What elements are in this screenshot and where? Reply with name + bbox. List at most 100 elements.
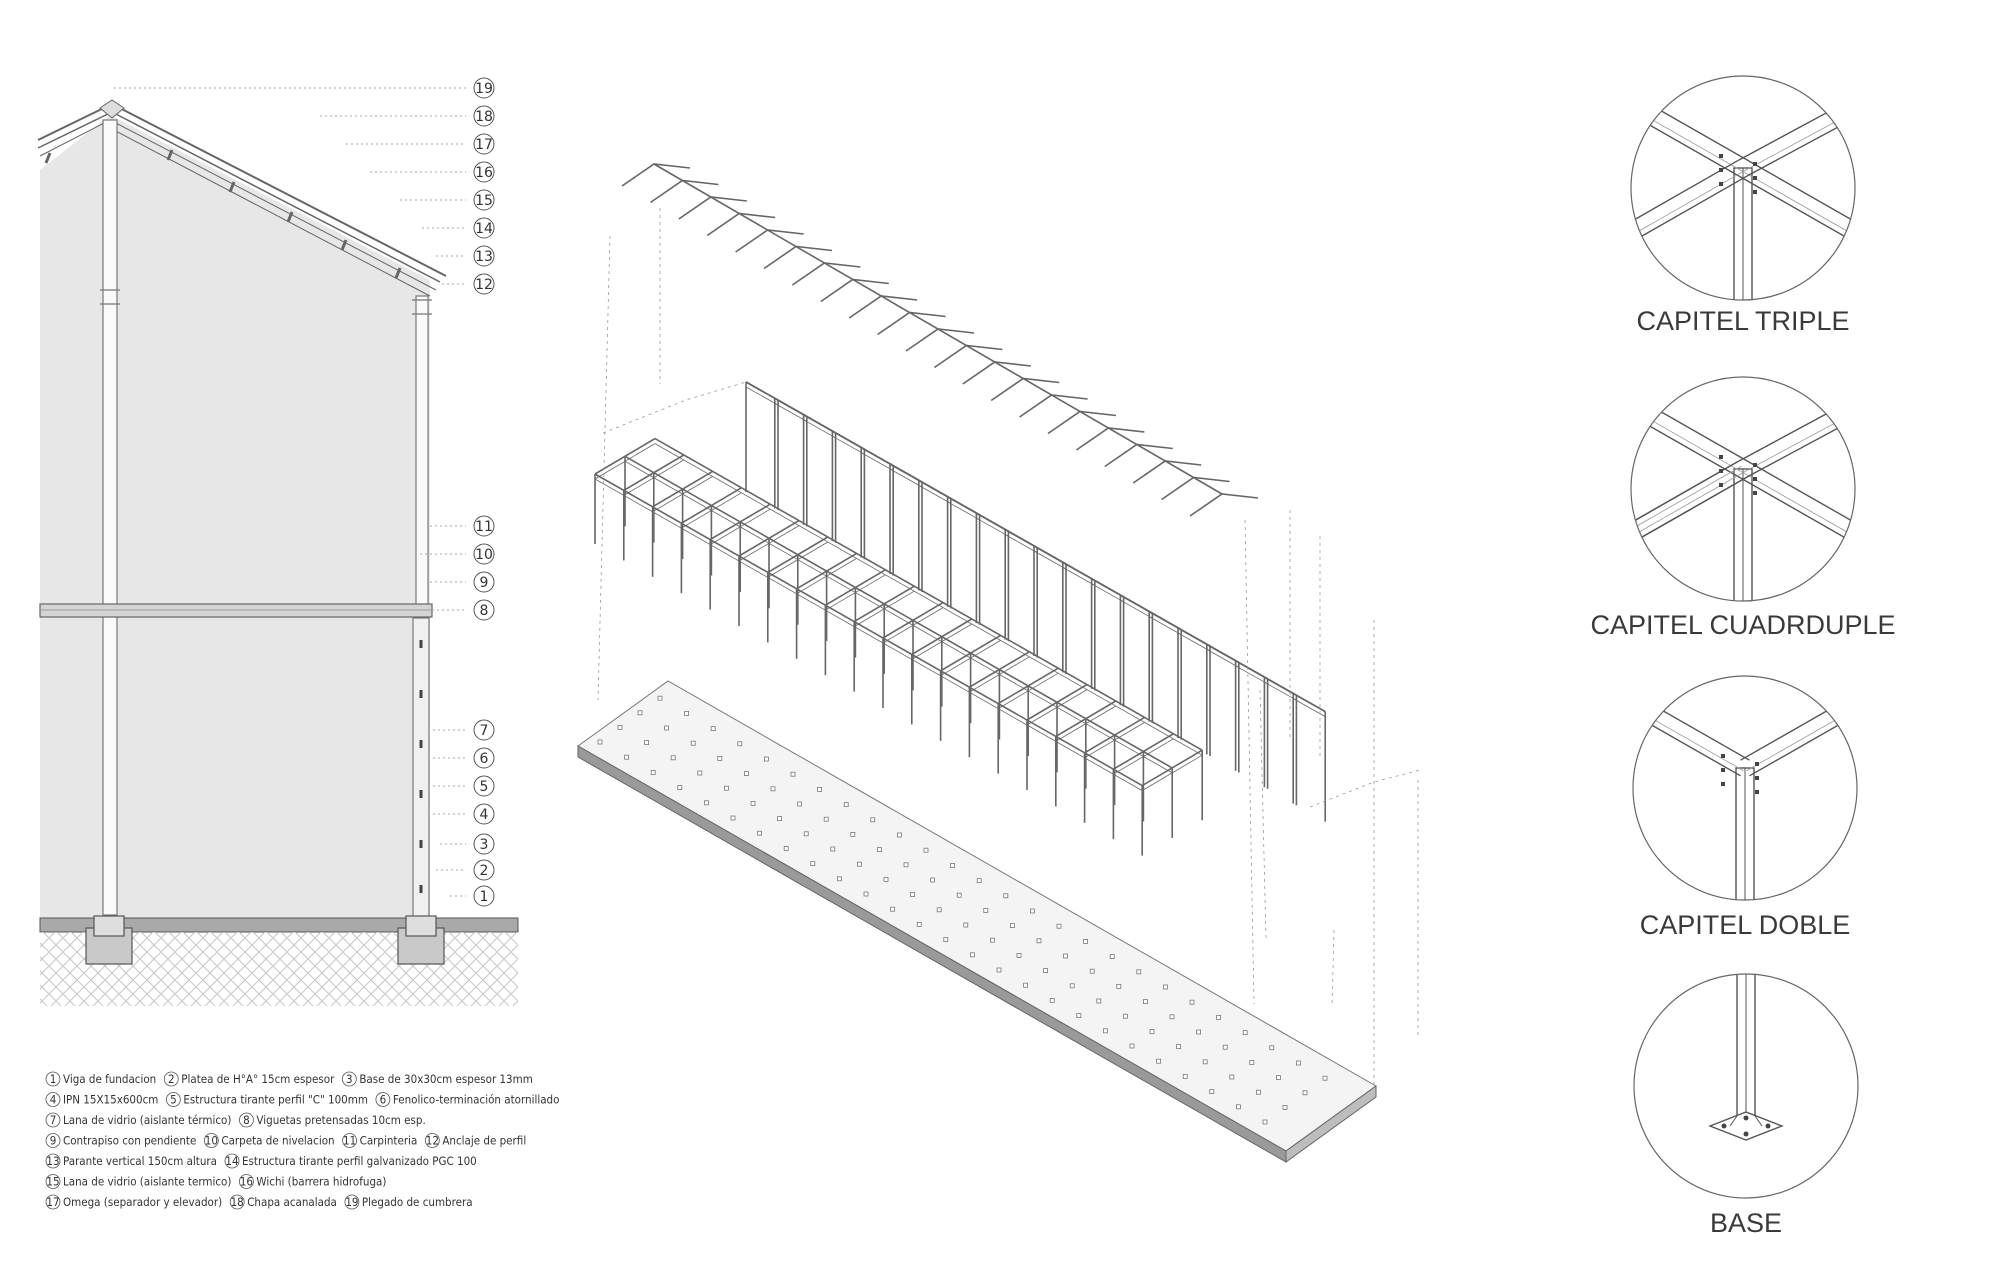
legend-number: 17 <box>46 1195 59 1209</box>
callout-2: 2 <box>473 859 495 881</box>
callout-14: 14 <box>473 217 495 239</box>
callout-6: 6 <box>473 747 495 769</box>
roof-rafters <box>621 163 1259 517</box>
legend-number: 18 <box>231 1195 244 1209</box>
structural-details: CAPITEL TRIPLE CAPITEL CUADRDUPLE CAPITEL … <box>1590 75 1896 1238</box>
callout-number: 7 <box>480 723 489 739</box>
detail-drawing <box>1631 380 1855 601</box>
callout-10: 10 <box>473 543 495 565</box>
legend-row: 1 Viga de fundacion 2 Platea de H°A° 15cm e… <box>45 1071 533 1087</box>
callout-number: 18 <box>475 109 493 125</box>
callout-7: 7 <box>473 719 495 741</box>
legend-number: 12 <box>426 1134 439 1148</box>
callout-number: 2 <box>480 863 489 879</box>
portal-frames <box>745 381 1326 822</box>
legend-entry: 1 Viga de fundacion <box>45 1071 156 1087</box>
intermediate-slab <box>39 603 433 618</box>
detail-circle-outline <box>1633 973 1859 1199</box>
legend-number: 10 <box>205 1134 218 1148</box>
callout-9: 9 <box>473 571 495 593</box>
detail-drawing <box>1708 974 1784 1141</box>
detail-title: BASE <box>1710 1208 1782 1238</box>
callout-number: 10 <box>475 547 493 563</box>
legend-label: Plegado de cumbrera <box>362 1195 473 1209</box>
callout-number: 17 <box>475 137 493 153</box>
footings <box>85 915 445 965</box>
callout-19: 19 <box>473 77 495 99</box>
callout-16: 16 <box>473 161 495 183</box>
detail-title: CAPITEL CUADRDUPLE <box>1590 610 1895 640</box>
callout-number: 9 <box>480 575 489 591</box>
section-columns <box>100 119 432 919</box>
legend-number: 13 <box>46 1154 59 1168</box>
callout-17: 17 <box>473 133 495 155</box>
callout-18: 18 <box>473 105 495 127</box>
detail-circle-outline <box>1630 75 1856 301</box>
detail-title: CAPITEL DOBLE <box>1640 910 1851 940</box>
detail-drawing <box>1631 79 1855 300</box>
callout-number: 5 <box>480 779 489 795</box>
legend-number: 2 <box>168 1072 175 1086</box>
legend-label: Carpinteria <box>360 1134 418 1148</box>
callout-number: 13 <box>475 249 493 265</box>
callout-8: 8 <box>473 599 495 621</box>
callout-number: 16 <box>475 165 493 181</box>
legend-label: Wichi (barrera hidrofuga) <box>256 1175 386 1189</box>
legend-label: Anclaje de perfil <box>442 1134 526 1148</box>
callout-number: 3 <box>480 837 489 853</box>
callout-number: 12 <box>475 277 493 293</box>
legend: 1 Viga de fundacion 2 Platea de H°A° 15cm e… <box>45 1071 559 1210</box>
detail-cuadruple: CAPITEL CUADRDUPLE <box>1590 376 1896 640</box>
detail-circle-outline <box>1632 675 1858 901</box>
detail-title: CAPITEL TRIPLE <box>1636 306 1849 336</box>
legend-number: 15 <box>46 1175 59 1189</box>
foundation-slab <box>577 680 1377 1163</box>
callout-number: 1 <box>480 889 489 905</box>
legend-number: 5 <box>170 1093 177 1107</box>
projection-lines <box>597 208 1421 1086</box>
legend-label: Lana de vidrio (aislante térmico) <box>63 1113 231 1127</box>
callout-number: 6 <box>480 751 489 767</box>
axonometric-exploded-structure <box>577 163 1421 1163</box>
callout-number: 8 <box>480 603 489 619</box>
legend-number: 1 <box>50 1072 57 1086</box>
legend-label: Platea de H°A° 15cm espesor <box>181 1072 335 1086</box>
anchor-plates <box>597 695 1328 1125</box>
callout-leaders <box>114 87 466 897</box>
callout-13: 13 <box>473 245 495 267</box>
legend-label: Viga de fundacion <box>63 1072 156 1086</box>
callout-15: 15 <box>473 189 495 211</box>
section-wall-fill <box>40 115 430 918</box>
legend-label: Chapa acanalada <box>247 1195 337 1209</box>
detail-doble: CAPITEL DOBLE <box>1632 675 1858 940</box>
callout-4: 4 <box>473 803 495 825</box>
legend-entry: 19 Plegado de cumbrera <box>344 1194 473 1210</box>
column-grid-frame <box>594 437 1203 856</box>
callout-5: 5 <box>473 775 495 797</box>
legend-label: Contrapiso con pendiente <box>63 1134 196 1148</box>
legend-number: 16 <box>240 1175 253 1189</box>
callout-number: 15 <box>475 193 493 209</box>
callout-number: 14 <box>475 221 493 237</box>
legend-label: Viguetas pretensadas 10cm esp. <box>256 1113 425 1127</box>
legend-number: 19 <box>345 1195 358 1209</box>
legend-number: 14 <box>225 1154 238 1168</box>
